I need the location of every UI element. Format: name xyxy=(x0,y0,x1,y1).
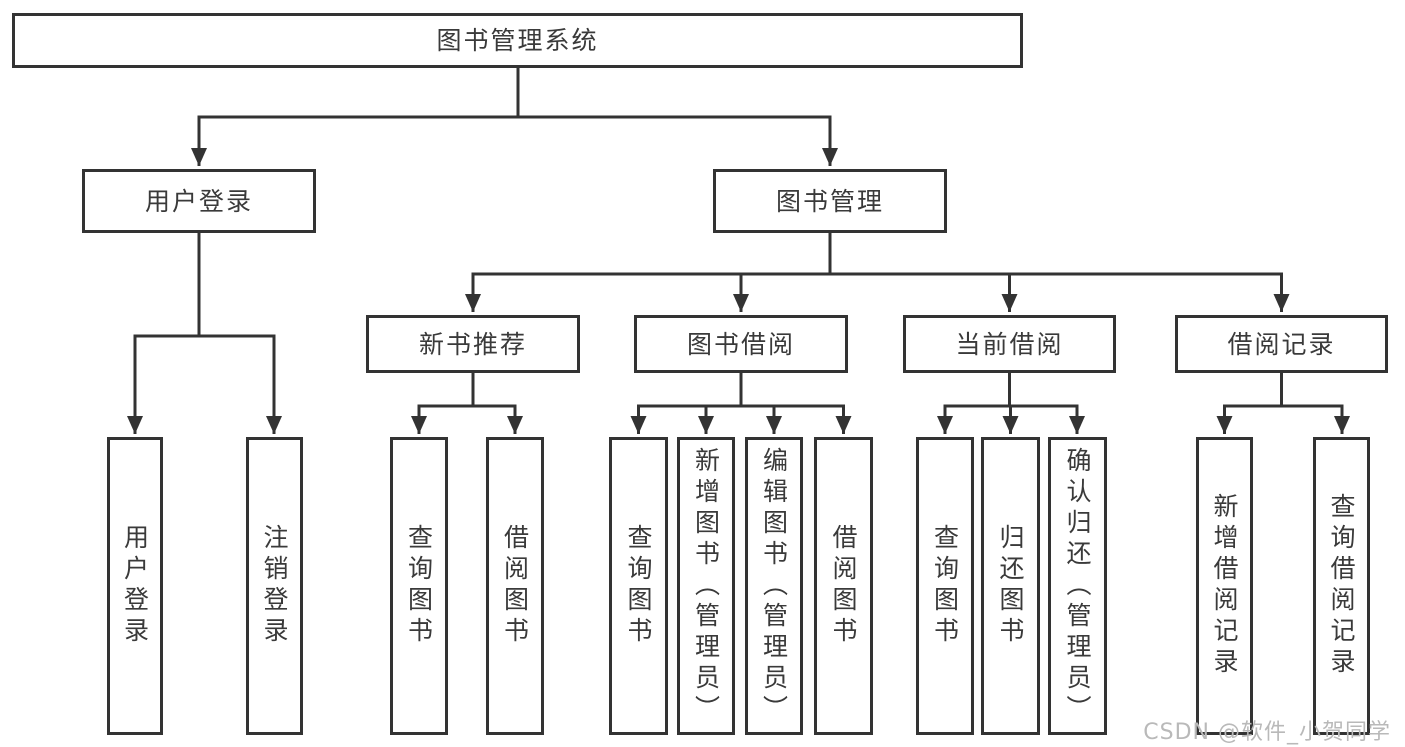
node-book-borrow-label: 图书借阅 xyxy=(686,329,795,359)
leaf-records-query-record-label: 查询借阅记录 xyxy=(1327,493,1356,679)
node-root-label: 图书管理系统 xyxy=(436,26,599,55)
leaf-borrow-add-books-admin: 新增图书（管理员） xyxy=(677,437,735,735)
leaf-logout-label: 注销登录 xyxy=(260,524,289,648)
leaf-newbooks-borrow-books-label: 借阅图书 xyxy=(500,524,530,648)
connector-book-borrow xyxy=(630,373,852,434)
csdn-watermark: CSDN @软件_小贺同学 xyxy=(1143,720,1391,745)
node-book-borrow: 图书借阅 xyxy=(634,315,848,373)
node-borrow-records-label: 借阅记录 xyxy=(1227,329,1336,359)
leaf-newbooks-query-books: 查询图书 xyxy=(390,437,448,735)
connector-user-login xyxy=(127,233,282,434)
leaf-borrow-borrow-books: 借阅图书 xyxy=(814,437,873,735)
node-book-management-label: 图书管理 xyxy=(775,186,884,216)
leaf-logout: 注销登录 xyxy=(246,437,303,735)
leaf-borrow-edit-books-admin: 编辑图书（管理员） xyxy=(745,437,803,735)
connector-root xyxy=(191,68,838,166)
leaf-user-login: 用户登录 xyxy=(107,437,163,735)
node-user-login: 用户登录 xyxy=(82,169,316,233)
node-new-book-recommend: 新书推荐 xyxy=(366,315,580,373)
node-user-login-label: 用户登录 xyxy=(144,186,253,216)
connector-current-borrow xyxy=(937,373,1085,434)
connector-new-book-recommend xyxy=(411,373,523,434)
leaf-records-add-record: 新增借阅记录 xyxy=(1196,437,1253,735)
leaf-user-login-label: 用户登录 xyxy=(120,524,150,648)
leaf-current-query-books-label: 查询图书 xyxy=(930,524,960,648)
leaf-records-query-record: 查询借阅记录 xyxy=(1313,437,1370,735)
node-new-book-recommend-label: 新书推荐 xyxy=(418,329,527,359)
leaf-borrow-borrow-books-label: 借阅图书 xyxy=(829,524,858,648)
leaf-current-confirm-return-admin: 确认归还（管理员） xyxy=(1048,437,1107,735)
node-book-management: 图书管理 xyxy=(713,169,947,233)
leaf-current-query-books: 查询图书 xyxy=(916,437,974,735)
leaf-borrow-add-books-admin-label: 新增图书（管理员） xyxy=(691,446,721,726)
leaf-borrow-query-books-label: 查询图书 xyxy=(624,524,653,648)
leaf-newbooks-query-books-label: 查询图书 xyxy=(404,524,434,648)
leaf-records-add-record-label: 新增借阅记录 xyxy=(1210,493,1239,679)
leaf-current-confirm-return-admin-label: 确认归还（管理员） xyxy=(1063,446,1092,726)
leaf-current-return-books: 归还图书 xyxy=(981,437,1040,735)
leaf-borrow-query-books: 查询图书 xyxy=(609,437,668,735)
connector-borrow-records xyxy=(1216,373,1350,434)
node-root: 图书管理系统 xyxy=(12,13,1023,68)
node-current-borrow-label: 当前借阅 xyxy=(955,329,1064,359)
leaf-current-return-books-label: 归还图书 xyxy=(996,524,1025,648)
leaf-newbooks-borrow-books: 借阅图书 xyxy=(486,437,544,735)
node-current-borrow: 当前借阅 xyxy=(903,315,1116,373)
node-borrow-records: 借阅记录 xyxy=(1175,315,1388,373)
connector-book-management xyxy=(465,233,1290,312)
leaf-borrow-edit-books-admin-label: 编辑图书（管理员） xyxy=(759,446,789,726)
